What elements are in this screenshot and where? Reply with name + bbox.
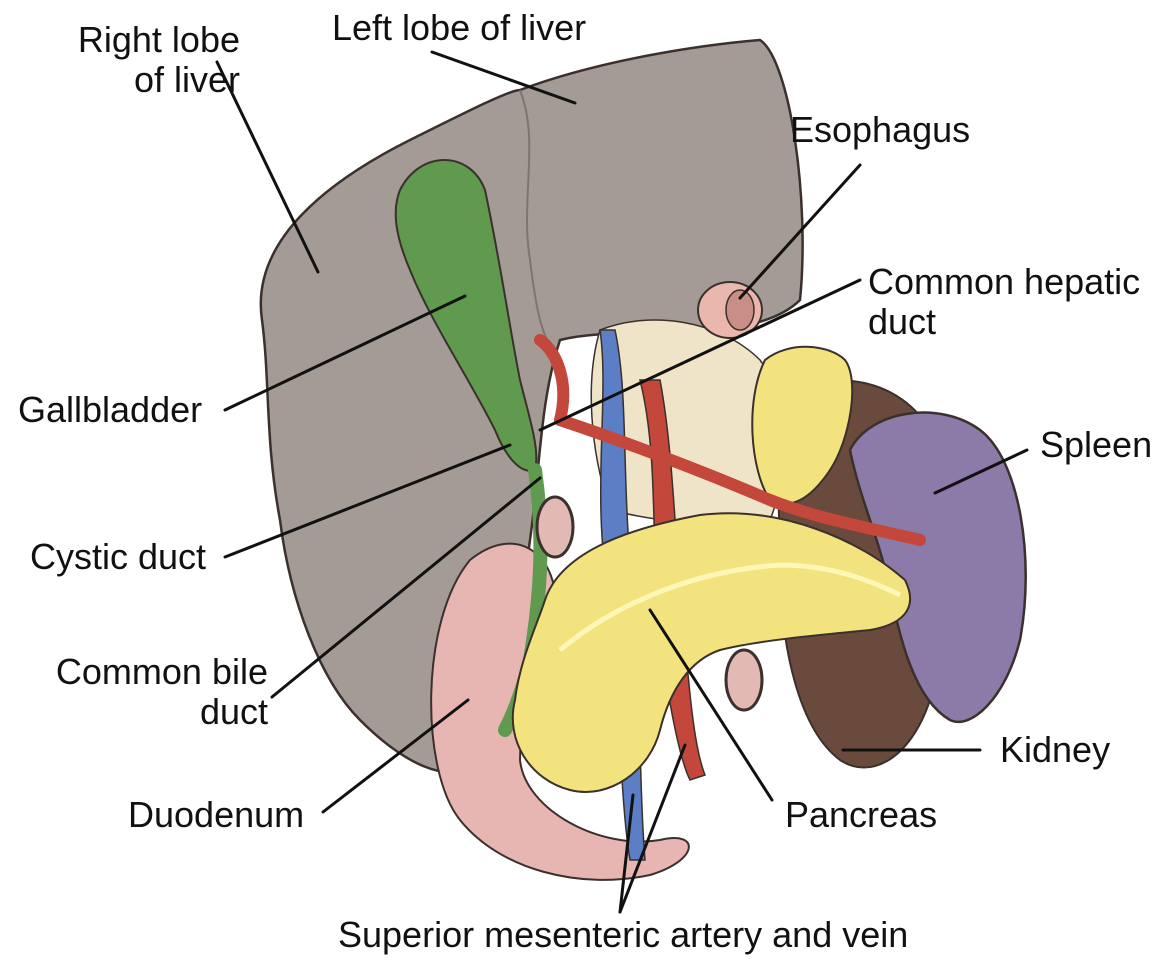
label-esophagus: Esophagus — [790, 110, 970, 150]
label-sma-smv: Superior mesenteric artery and vein — [338, 915, 908, 955]
label-common-bile: Common bile duct — [18, 652, 268, 732]
label-pancreas: Pancreas — [785, 795, 937, 835]
label-cystic-duct: Cystic duct — [30, 537, 206, 577]
label-common-bile-line1: Common bile — [18, 652, 268, 692]
jejunal-lumen — [726, 650, 762, 710]
label-common-bile-line2: duct — [18, 692, 268, 732]
label-common-hepatic: Common hepatic duct — [868, 262, 1140, 342]
label-left-lobe: Left lobe of liver — [332, 8, 586, 48]
label-right-lobe: Right lobe of liver — [30, 20, 240, 100]
label-right-lobe-line1: Right lobe — [30, 20, 240, 60]
label-common-hepatic-line2: duct — [868, 302, 1140, 342]
label-right-lobe-line2: of liver — [30, 60, 240, 100]
label-duodenum: Duodenum — [128, 795, 304, 835]
label-spleen: Spleen — [1040, 425, 1152, 465]
label-common-hepatic-line1: Common hepatic — [868, 262, 1140, 302]
duodenal-lumen — [537, 497, 573, 557]
label-gallbladder: Gallbladder — [18, 390, 202, 430]
label-kidney: Kidney — [1000, 730, 1110, 770]
